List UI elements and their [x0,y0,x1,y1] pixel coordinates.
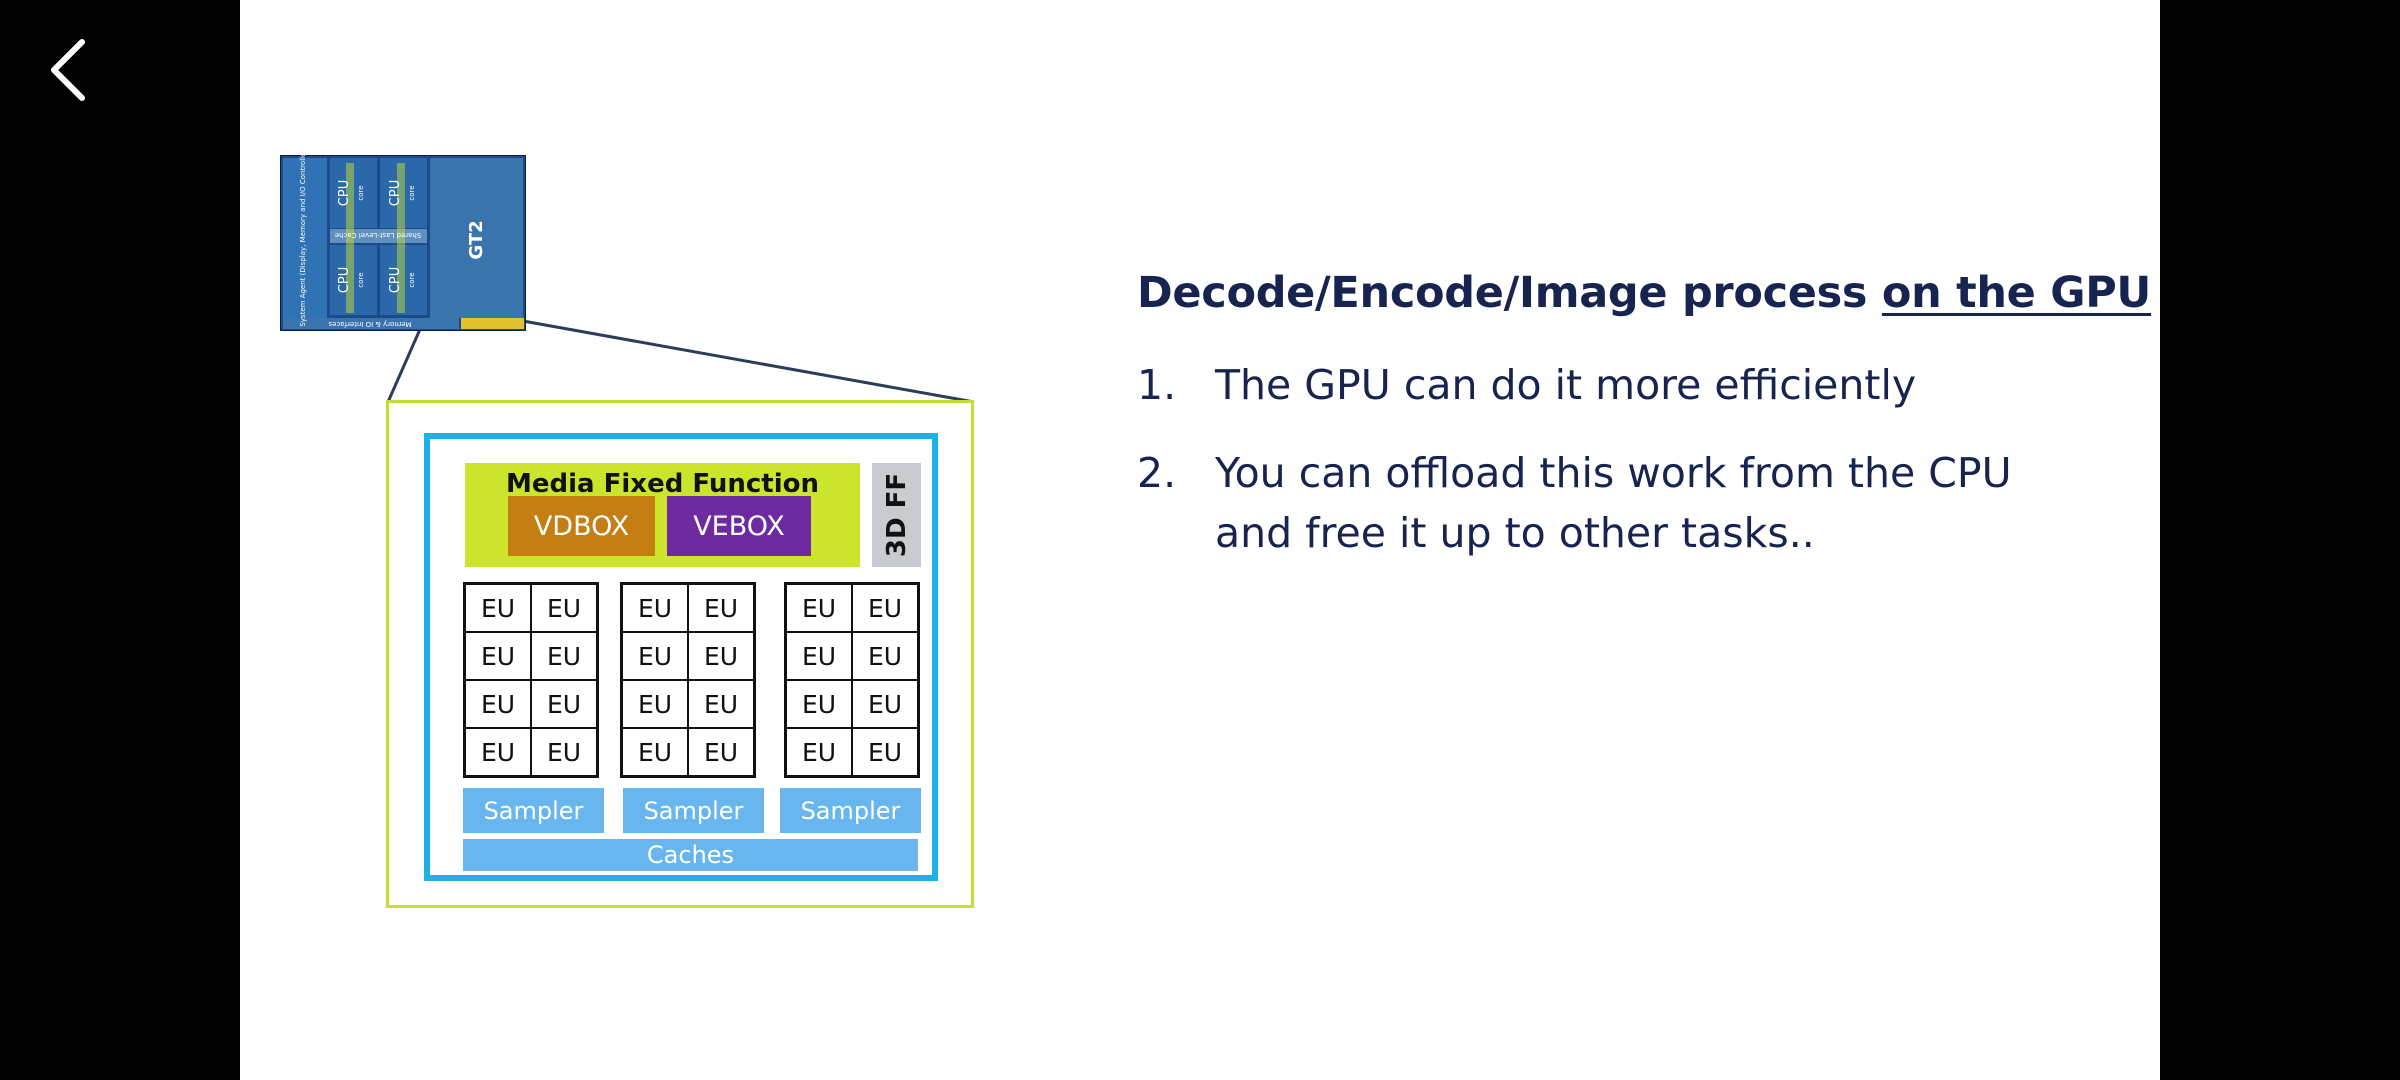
chip-cpu-label: CPU [337,267,352,293]
back-button[interactable] [40,30,100,110]
eu-cell: EU [688,728,754,776]
eu-cell: EU [622,632,688,680]
eu-cell: EU [622,680,688,728]
media-fixed-function-block: Media Fixed Function VDBOX VEBOX [465,463,860,567]
sampler-block: Sampler [780,788,921,833]
chip-gpu-label: GT2 [466,220,487,259]
eu-cell: EU [531,680,597,728]
eu-cell: EU [531,584,597,632]
ff3d-block: 3D FF [872,463,921,567]
eu-cell: EU [465,584,531,632]
eu-cell: EU [786,728,852,776]
ff3d-label: 3D FF [881,472,912,558]
eu-cell: EU [622,728,688,776]
chevron-left-icon [51,39,85,101]
eu-cell: EU [852,728,918,776]
vebox-block: VEBOX [667,496,811,556]
eu-group: EU EU EU EU EU EU EU EU [463,582,599,778]
chip-system-agent-label: System Agent (Display, Memory and I/O Co… [299,155,307,327]
eu-cell: EU [688,680,754,728]
eu-cell: EU [688,584,754,632]
list-item-number: 2. [1137,449,1177,497]
eu-cell: EU [852,584,918,632]
eu-cell: EU [465,632,531,680]
chip-core-label: core [357,272,365,287]
caches-block: Caches [463,839,918,871]
cpu-die-image: System Agent (Display, Memory and I/O Co… [280,155,526,331]
heading-text: Decode/Encode/Image process [1137,268,1882,318]
eu-cell: EU [622,584,688,632]
eu-group: EU EU EU EU EU EU EU EU [620,582,756,778]
chip-io-label: Memory & IO Interfaces [328,320,412,328]
media-fixed-function-label: Media Fixed Function [506,469,819,499]
sampler-block: Sampler [623,788,764,833]
chip-core-label: core [408,185,416,200]
eu-cell: EU [786,584,852,632]
bullet-list: 1. The GPU can do it more efficiently 2.… [1137,355,2097,591]
list-item-text: You can offload this work from the CPU a… [1215,449,2012,557]
chip-cpu-label: CPU [337,180,352,206]
gpu-diagram: Media Fixed Function VDBOX VEBOX 3D FF E… [386,400,974,908]
chip-core-label: core [357,185,365,200]
list-item: 1. The GPU can do it more efficiently [1137,355,2097,415]
eu-cell: EU [852,680,918,728]
eu-cell: EU [786,680,852,728]
slide-heading: Decode/Encode/Image process on the GPU [1137,268,2151,318]
list-item-text: The GPU can do it more efficiently [1215,361,1917,409]
presentation-slide: System Agent (Display, Memory and I/O Co… [240,0,2160,1080]
eu-group: EU EU EU EU EU EU EU EU [784,582,920,778]
list-item-number: 1. [1137,361,1177,409]
vdbox-block: VDBOX [508,496,655,556]
chip-cpu-label: CPU [388,180,403,206]
eu-cell: EU [786,632,852,680]
eu-cell: EU [688,632,754,680]
eu-cell: EU [852,632,918,680]
gpu-slice: Media Fixed Function VDBOX VEBOX 3D FF E… [424,433,938,881]
chip-cpu-label: CPU [388,267,403,293]
eu-cell: EU [465,680,531,728]
chip-core-label: core [408,272,416,287]
eu-cell: EU [531,728,597,776]
sampler-block: Sampler [463,788,604,833]
chip-cache-label: Shared Last-Level Cache [335,231,421,239]
heading-emphasis: on the GPU [1881,268,2152,318]
eu-cell: EU [465,728,531,776]
eu-cell: EU [531,632,597,680]
list-item: 2. You can offload this work from the CP… [1137,443,2097,563]
